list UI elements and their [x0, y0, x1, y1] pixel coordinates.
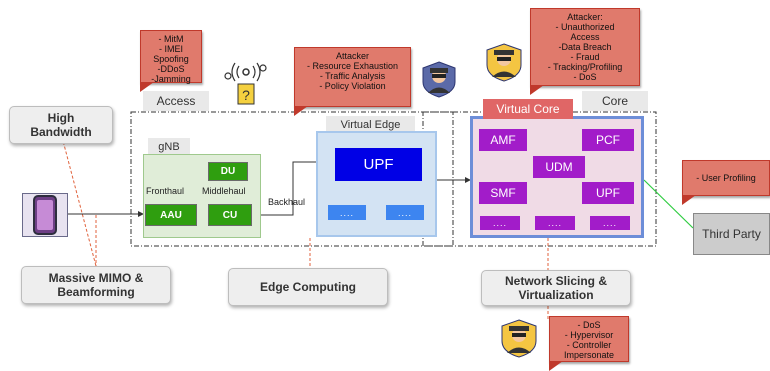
- massive-mimo-callout: Massive MIMO & Beamforming: [21, 266, 171, 304]
- high-bandwidth-callout: High Bandwidth: [9, 106, 113, 144]
- backhaul-link: [252, 159, 332, 216]
- udm-node: UDM: [533, 156, 585, 178]
- virtual-core-label: Virtual Core: [496, 102, 560, 116]
- backhaul-label: Backhaul: [268, 197, 306, 207]
- gnb-tag: gNB: [148, 138, 190, 156]
- virtualization-threat-note: - DoS - Hypervisor - Controller Imperson…: [549, 316, 629, 371]
- middlehaul-label: Middlehaul: [202, 186, 246, 196]
- network-slicing-callout: Network Slicing & Virtualization: [481, 270, 631, 306]
- third-party-threat-note: - User Profiling: [682, 160, 770, 205]
- amf-node: AMF: [479, 129, 527, 151]
- core-threat-note: Attacker: - Unauthorized Access -Data Br…: [530, 8, 640, 95]
- core-slice-2: ....: [535, 216, 575, 230]
- smf-node: SMF: [479, 182, 527, 204]
- edge-computing-callout: Edge Computing: [228, 268, 388, 306]
- hacker-icon: [422, 61, 456, 98]
- fronthaul-label: Fronthaul: [146, 186, 185, 196]
- access-threat-note: - MitM - IMEI Spoofing -DDoS -Jamming: [140, 30, 202, 92]
- core-slice-3: ....: [590, 216, 630, 230]
- access-tag: Access: [143, 91, 209, 111]
- cell-tower-icon: ?: [224, 62, 267, 105]
- virtual-core-tag: Virtual Core: [483, 99, 573, 119]
- hacker-icon: [501, 319, 537, 358]
- access-edge-boundary: [130, 111, 454, 247]
- hacker-icon: [486, 43, 522, 82]
- core-tag: Core: [582, 91, 648, 111]
- edge-slice-2: ....: [386, 205, 424, 220]
- high-bandwidth-leader: [61, 136, 97, 267]
- upf-edge-label: UPF: [363, 156, 394, 173]
- aau-node: AAU: [145, 204, 197, 226]
- cu-node: CU: [208, 204, 252, 226]
- third-party-node: Third Party: [693, 213, 770, 255]
- du-node: DU: [208, 162, 248, 181]
- core-slice-1: ....: [480, 216, 520, 230]
- virtual-edge-container: [316, 131, 437, 237]
- edge-threat-note: Attacker - Resource Exhaustion - Traffic…: [294, 47, 411, 116]
- virtual-edge-tag: Virtual Edge: [326, 116, 415, 134]
- svg-text:?: ?: [242, 87, 250, 103]
- upf-core-node: UPF: [582, 182, 634, 204]
- edge-slice-1: ....: [328, 205, 366, 220]
- core-third-party-link: [643, 179, 694, 229]
- third-party-label: Third Party: [702, 227, 761, 241]
- upf-edge-node: UPF: [335, 148, 422, 181]
- pcf-node: PCF: [582, 129, 634, 151]
- smartphone-icon: [33, 195, 57, 235]
